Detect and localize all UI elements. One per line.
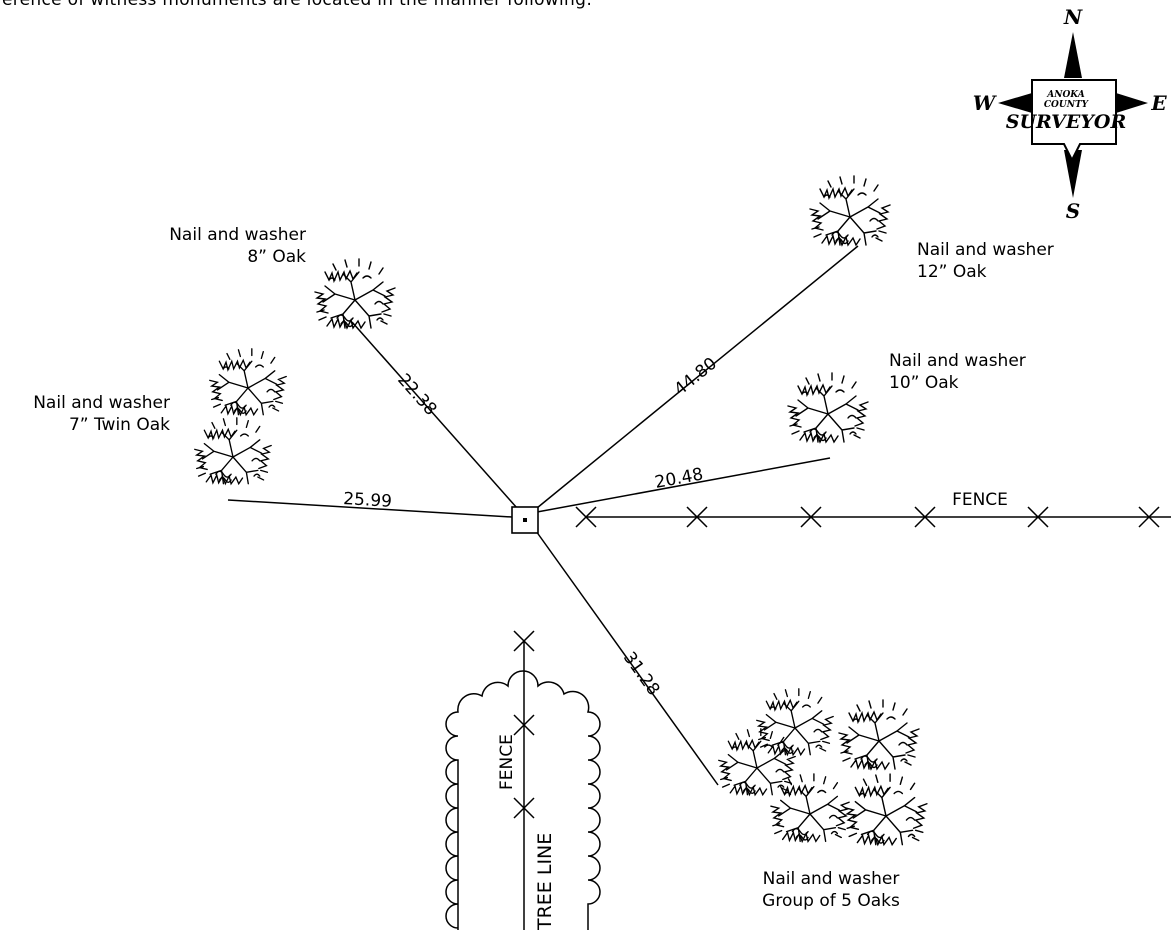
compass-south-letter: S (1066, 199, 1080, 223)
svg-text:Nail and washer: Nail and washer (917, 240, 1054, 260)
tie-line-twin-oak (227, 499, 513, 518)
surveyor-logo-frame (1031, 79, 1117, 163)
tree-12in-oak-icon (809, 175, 891, 246)
compass-north-arrow (1064, 32, 1082, 78)
tie-lines (227, 245, 859, 786)
tree-line-outline (445, 670, 601, 930)
tree-8in-oak-icon (314, 258, 396, 329)
tree-group-5-oaks-icon (718, 688, 928, 846)
label-8in-oak: Nail and washer 8” Oak (169, 225, 306, 267)
caption-text: erence of witness monuments are located … (2, 0, 592, 10)
label-12in-oak: Nail and washer 12” Oak (917, 240, 1054, 282)
svg-text:Nail and washer: Nail and washer (33, 393, 170, 413)
tree-twin-oak-lower-icon (194, 417, 272, 485)
svg-text:Nail and washer: Nail and washer (889, 351, 1026, 371)
label-5-oaks: Nail and washer Group of 5 Oaks (762, 869, 900, 911)
distance-twin-oak: 25.99 (343, 489, 393, 512)
svg-text:12” Oak: 12” Oak (917, 262, 987, 282)
distance-8in-oak: 22.38 (393, 370, 440, 420)
compass-north-letter: N (1063, 5, 1083, 29)
compass-east-arrow (1116, 93, 1148, 113)
distance-10in-oak: 20.48 (653, 464, 704, 492)
tie-line-12in-oak (536, 245, 859, 509)
svg-text:Group of 5 Oaks: Group of 5 Oaks (762, 891, 900, 911)
tie-line-8in-oak (351, 321, 518, 509)
compass-west-letter: W (973, 91, 998, 115)
fence-east-label: FENCE (952, 490, 1008, 510)
compass-west-arrow (998, 93, 1032, 113)
svg-text:8” Oak: 8” Oak (247, 247, 306, 267)
logo-line-3: SURVEYOR (1006, 111, 1127, 133)
svg-text:10” Oak: 10” Oak (889, 373, 959, 393)
label-10in-oak: Nail and washer 10” Oak (889, 351, 1026, 393)
tie-line-10in-oak (536, 457, 831, 513)
tree-twin-oak-upper-icon (209, 348, 287, 416)
svg-text:Nail and washer: Nail and washer (169, 225, 306, 245)
logo-line-1: ANOKA (1046, 90, 1085, 100)
compass-rose: N S W E ANOKA COUNTY SURVEYOR (973, 5, 1168, 223)
label-twin-oak: Nail and washer 7” Twin Oak (33, 393, 170, 435)
distance-5-oaks: 31.28 (619, 648, 664, 699)
fence-east (575, 506, 1171, 528)
distance-12in-oak: 44.80 (671, 354, 721, 400)
fence-south-label: FENCE (497, 734, 517, 790)
logo-line-2: COUNTY (1044, 100, 1090, 110)
compass-east-letter: E (1150, 91, 1167, 115)
tree-10in-oak-icon (787, 372, 869, 443)
svg-text:Nail and washer: Nail and washer (763, 869, 900, 889)
compass-south-arrow (1064, 150, 1082, 198)
svg-text:7” Twin Oak: 7” Twin Oak (69, 415, 170, 435)
tree-line-label: TREE LINE (534, 833, 556, 930)
monument-marker (511, 506, 539, 534)
fence-south (513, 630, 535, 930)
tie-line-5-oaks (535, 530, 719, 786)
